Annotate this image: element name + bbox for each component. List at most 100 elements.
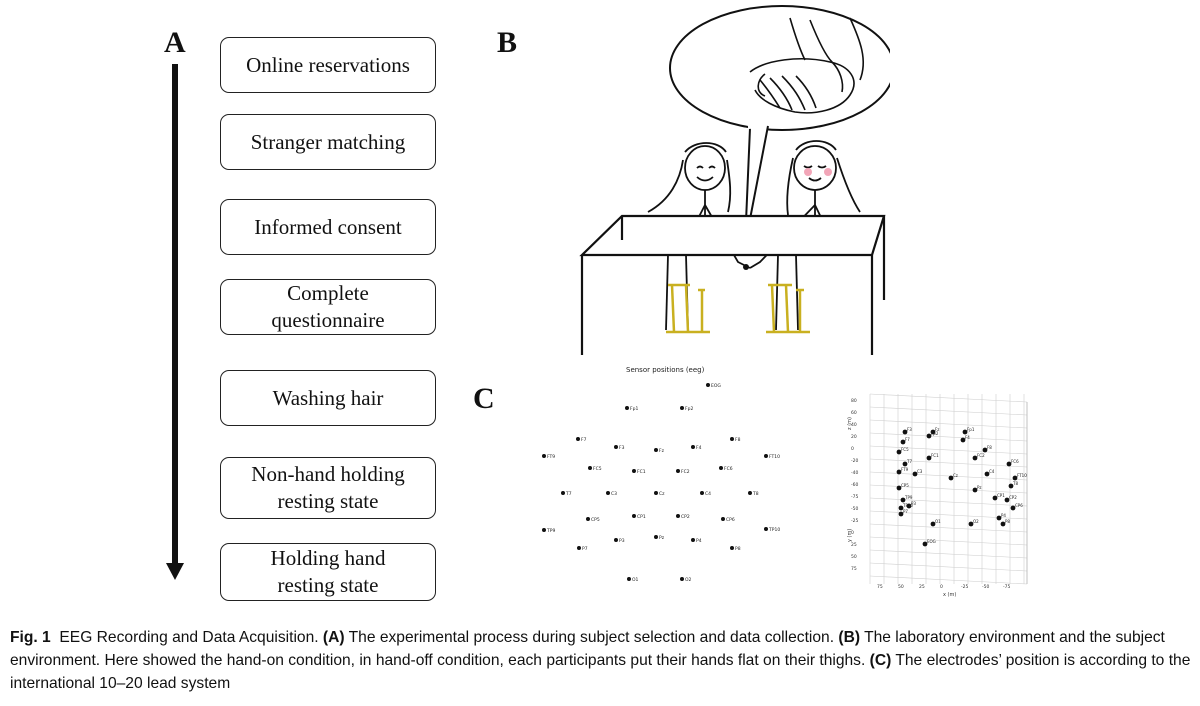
sensor-point-2d — [691, 538, 695, 542]
sensor-point-2d — [764, 527, 768, 531]
sensor-label-2d: C3 — [611, 491, 617, 497]
sensor-point-2d — [576, 437, 580, 441]
sensor-point-2d — [706, 383, 710, 387]
z-tick-label: -75 — [851, 494, 858, 500]
step-online-reservations: Online reservations — [220, 37, 436, 93]
z-tick-label: 0 — [851, 446, 854, 452]
x-tick-label: 75 — [877, 584, 883, 590]
sensor-label-2d: FC2 — [681, 469, 690, 475]
sensor-point-3d — [896, 469, 902, 475]
z-tick-label: 50 — [851, 554, 857, 560]
sensor-point-3d — [912, 471, 918, 477]
sensor-point-3d — [962, 429, 968, 435]
sensor-label-3d: FC2 — [977, 453, 985, 458]
z-tick-label: -50 — [851, 506, 858, 512]
sensor-label-3d: FT10 — [1017, 473, 1027, 478]
panel-label-c: C — [473, 382, 495, 415]
sensor-label-2d: EOG — [711, 383, 721, 389]
sensor-label-3d: TP9 — [904, 495, 913, 500]
sensor-label-2d: F8 — [735, 437, 741, 443]
sensor-label-3d: C4 — [989, 469, 995, 474]
sensor-label-3d: T7 — [906, 459, 912, 464]
sensor-point-3d — [996, 515, 1002, 521]
sensor-label-3d: C3 — [917, 469, 923, 474]
sensor-label-2d: FC6 — [724, 466, 733, 472]
sensor-positions-3d: z (m) y (m) x (m) 806040200-20-40-60-75-… — [847, 393, 1028, 598]
sensor-point-3d — [984, 471, 990, 477]
caption-b-tag: (B) — [838, 629, 861, 646]
sensor-point-2d — [542, 454, 546, 458]
sensor-label-2d: Fp1 — [630, 406, 638, 412]
sensor-plot-title: Sensor positions (eeg) — [626, 366, 705, 374]
z-tick-label: 0 — [851, 530, 854, 536]
sensor-point-2d — [680, 577, 684, 581]
table — [579, 214, 886, 355]
sensor-label-2d: C4 — [705, 491, 711, 497]
sensor-label-2d: T7 — [565, 491, 572, 497]
panel-label-a: A — [164, 26, 186, 59]
sensor-point-3d — [900, 497, 906, 503]
panel-label-b: B — [497, 26, 518, 59]
sensor-point-2d — [577, 546, 581, 550]
sensor-label-2d: F7 — [581, 437, 587, 443]
sensor-label-3d: Fp2 — [931, 431, 939, 436]
sensor-point-2d — [748, 491, 752, 495]
sensor-point-3d — [960, 437, 966, 443]
z-tick-label: -25 — [851, 518, 858, 524]
sensor-point-3d — [968, 521, 974, 527]
sensor-label-2d: FT10 — [769, 454, 780, 460]
caption-a-tag: (A) — [322, 629, 345, 646]
sensor-point-2d — [561, 491, 565, 495]
sensor-label-2d: Pz — [659, 535, 665, 541]
sensor-point-2d — [700, 491, 704, 495]
holding-hands-icon — [749, 17, 864, 114]
sensor-label-2d: Fp2 — [685, 406, 693, 412]
sensor-point-2d — [764, 454, 768, 458]
caption-label: Fig. 1 — [10, 629, 51, 646]
sensor-point-3d — [906, 503, 912, 509]
sensor-label-3d: P7 — [903, 509, 908, 514]
sensor-label-2d: Cz — [659, 491, 665, 497]
step-washing-hair: Washing hair — [220, 370, 436, 426]
step-holding-hand: Holding hand resting state — [220, 543, 436, 601]
sensor-point-2d — [719, 466, 723, 470]
caption-c-tag: (C) — [869, 652, 892, 669]
sensor-label-2d: Fz — [659, 448, 665, 454]
sensor-label-3d: Fz — [935, 427, 939, 432]
sensor-point-3d — [898, 505, 904, 511]
sensor-point-3d — [1004, 497, 1010, 503]
sensor-label-2d: F4 — [696, 445, 702, 451]
sensor-point-3d — [1012, 475, 1018, 481]
sensor-point-2d — [654, 535, 658, 539]
sensor-point-2d — [627, 577, 631, 581]
step-complete-questionnaire: Complete questionnaire — [220, 279, 436, 335]
sensor-point-2d — [632, 514, 636, 518]
sensor-label-3d: F8 — [987, 445, 992, 450]
sensor-label-2d: T8 — [752, 491, 759, 497]
sensor-point-2d — [721, 517, 725, 521]
sensor-label-3d: P4 — [1001, 513, 1006, 518]
sensor-point-3d — [972, 487, 978, 493]
sensor-label-3d: P3 — [911, 501, 916, 506]
sensor-label-3d: FC6 — [1011, 459, 1019, 464]
sensor-label-3d: F7 — [905, 437, 910, 442]
sensor-point-3d — [900, 439, 906, 445]
sensor-label-2d: CP5 — [591, 517, 600, 523]
sensor-label-3d: Pz — [977, 485, 982, 490]
sensor-point-3d — [982, 447, 988, 453]
thought-bubble — [669, 5, 890, 131]
sensor-point-3d — [1006, 461, 1012, 467]
step-informed-consent: Informed consent — [220, 199, 436, 255]
sensor-label-3d: TP10 — [902, 503, 913, 508]
z-tick-label: 80 — [851, 398, 857, 404]
sensor-point-2d — [542, 528, 546, 532]
sensor-point-3d — [896, 485, 902, 491]
sensor-point-3d — [930, 521, 936, 527]
sensor-label-2d: CP2 — [681, 514, 690, 520]
z-axis-label: z (m) — [847, 417, 853, 430]
sensor-point-2d — [730, 437, 734, 441]
sensor-point-3d — [1010, 505, 1016, 511]
x-axis-label: x (m) — [943, 592, 956, 598]
caption-a-text: The experimental process during subject … — [344, 629, 839, 646]
sensor-point-3d — [930, 429, 936, 435]
